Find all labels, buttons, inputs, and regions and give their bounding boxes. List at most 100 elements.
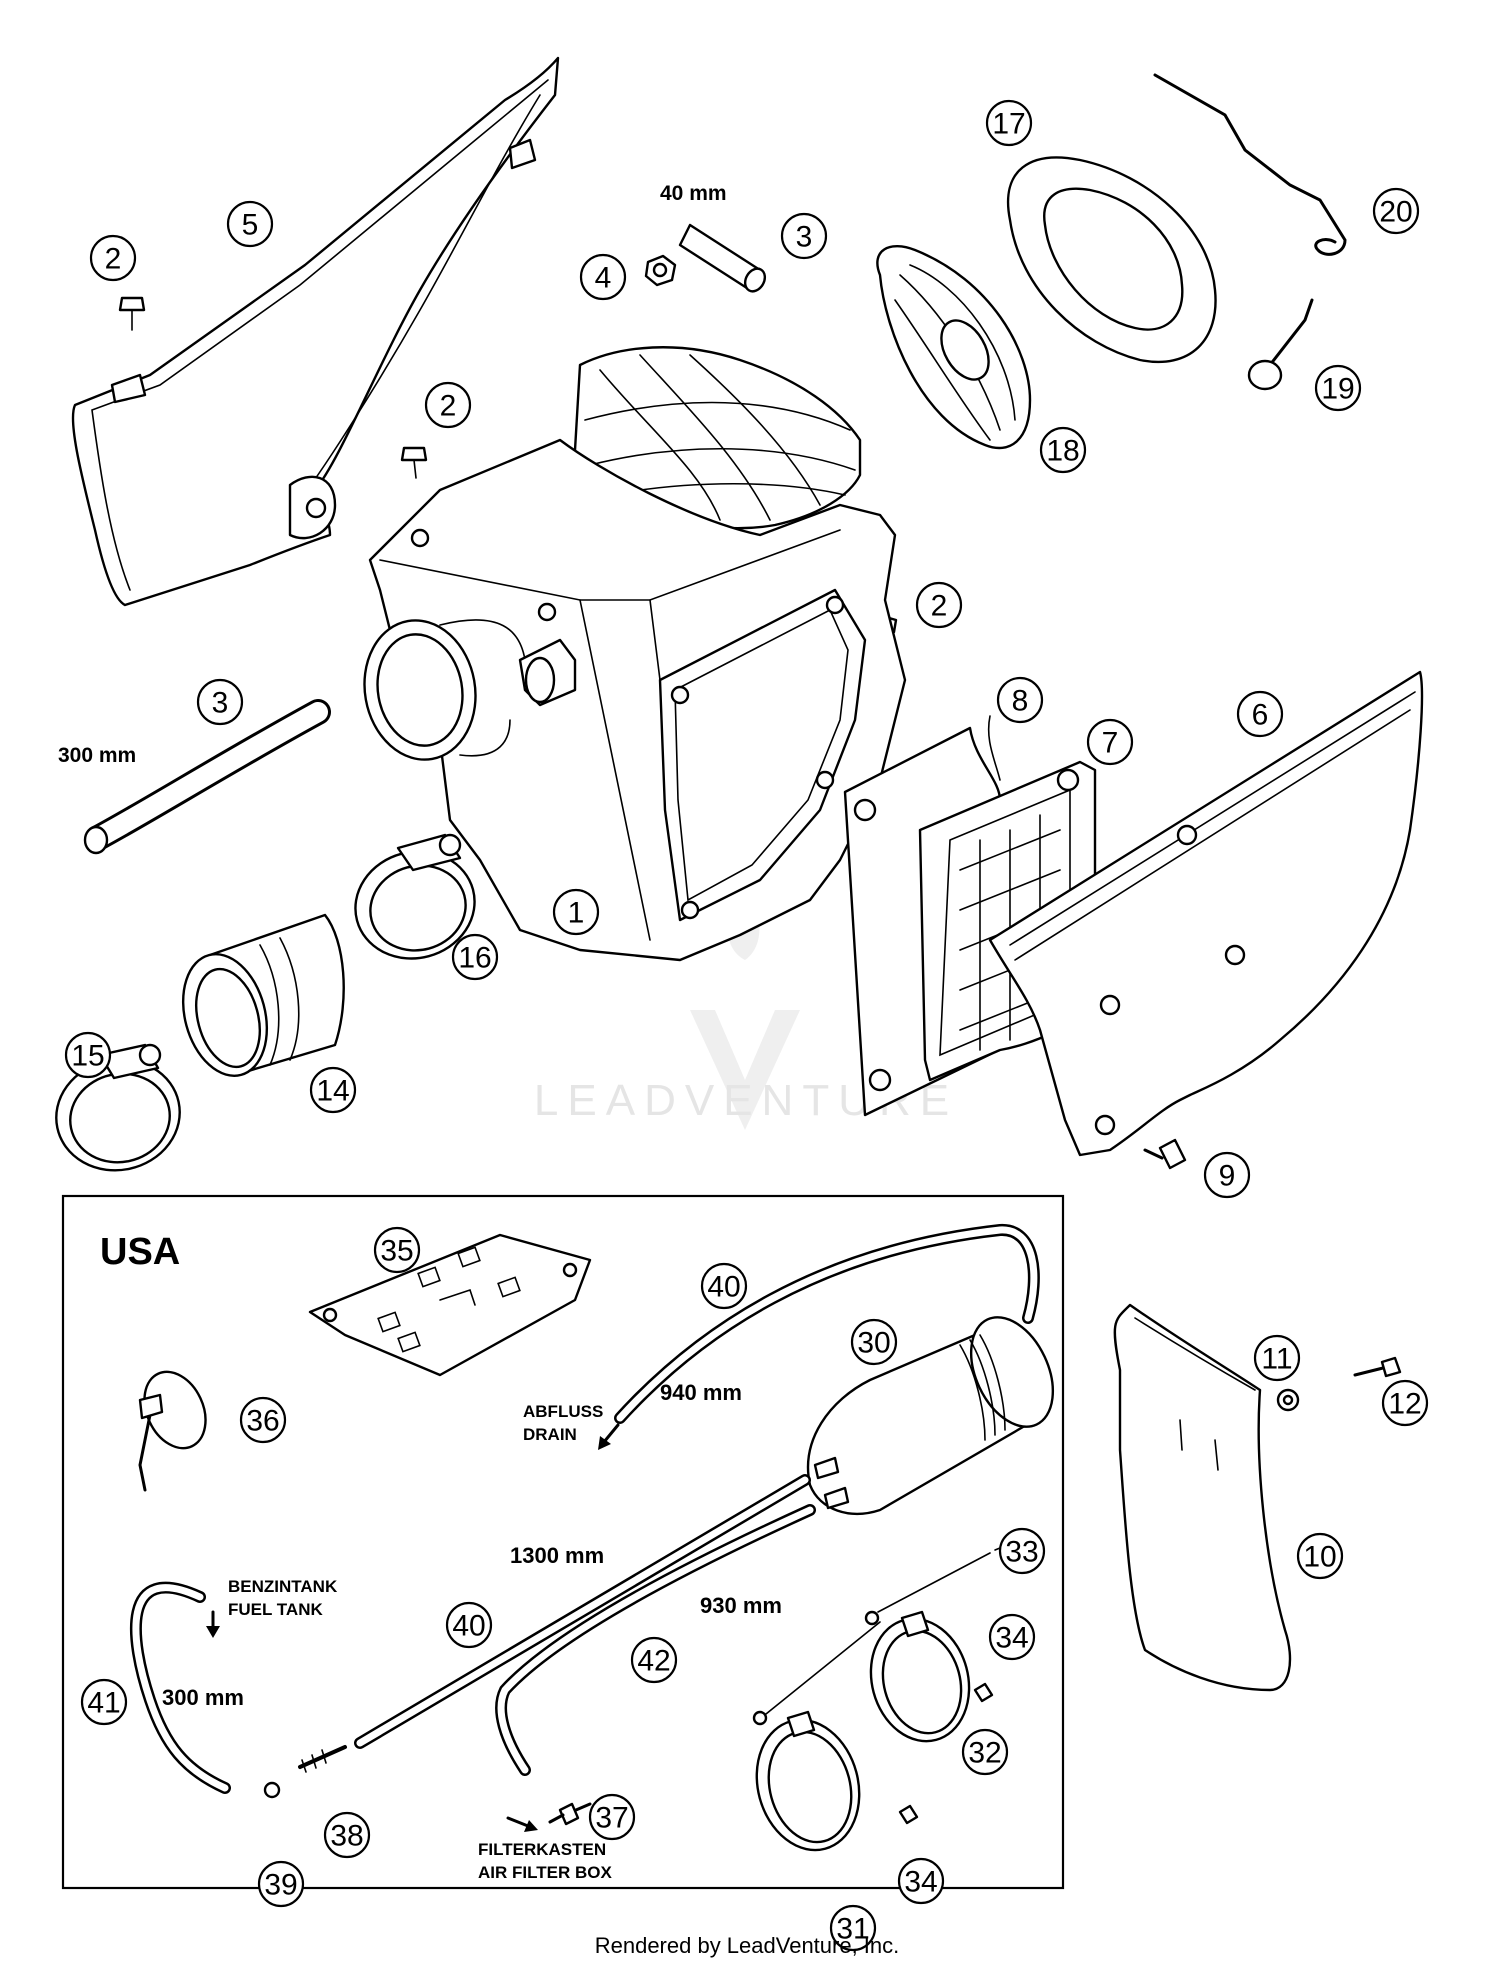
callout-number: 10 (1303, 1541, 1336, 1574)
callout-circle (239, 1396, 287, 1444)
callout-number: 37 (595, 1802, 628, 1835)
callout-number: 16 (458, 942, 491, 975)
callout-19: 19 (1314, 364, 1362, 412)
callout-3: 3 (196, 678, 244, 726)
callout-layer: 1222334567891011121415161718192030313233… (64, 99, 1429, 1952)
callout-37: 37 (588, 1793, 636, 1841)
callout-number: 34 (904, 1866, 937, 1899)
part-9-screw (1143, 1138, 1187, 1170)
part-3-hose-300mm (83, 699, 331, 855)
callout-number: 34 (995, 1622, 1028, 1655)
callout-number: 38 (330, 1820, 363, 1853)
callout-number: 35 (380, 1235, 413, 1268)
arrow-filter-box (506, 1816, 538, 1832)
label-filterbox-en: AIR FILTER BOX (478, 1863, 612, 1882)
callout-circle (579, 253, 627, 301)
callout-circle (445, 1601, 493, 1649)
part-32-clamp (869, 1610, 971, 1743)
footer-credit: Rendered by LeadVenture, Inc. (595, 1933, 900, 1958)
leader-8 (987, 715, 1001, 781)
part-19-pin (1247, 298, 1314, 391)
callout-circle (1381, 1379, 1429, 1427)
callout-circle (64, 1031, 112, 1079)
part-31-clamp (755, 1710, 861, 1852)
callout-39: 39 (257, 1860, 305, 1908)
callout-20: 20 (1372, 187, 1420, 235)
callout-number: 1 (568, 897, 585, 930)
label-len-40: 40 mm (660, 182, 727, 205)
callout-number: 36 (246, 1405, 279, 1438)
callout-circle (829, 1904, 877, 1952)
callout-circle (1372, 187, 1420, 235)
label-len-940: 940 mm (660, 1380, 742, 1405)
callout-31: 31 (829, 1904, 877, 1952)
callout-number: 41 (87, 1687, 120, 1720)
callout-number: 7 (1102, 727, 1119, 760)
callout-1: 1 (552, 888, 600, 936)
part-33-screw (752, 1552, 991, 1726)
callout-34: 34 (988, 1613, 1036, 1661)
part-4-nut (644, 254, 677, 287)
callout-circle (424, 381, 472, 429)
callout-10: 10 (1296, 1532, 1344, 1580)
callout-number: 17 (992, 108, 1025, 141)
part-40-hose-1300mm (354, 1474, 811, 1749)
label-fuel-de: BENZINTANK (228, 1577, 338, 1596)
callout-number: 5 (242, 209, 259, 242)
part-12-screw (1353, 1356, 1402, 1378)
label-filterbox-de: FILTERKASTEN (478, 1840, 606, 1859)
callout-2-3: 2 (915, 581, 963, 629)
callout-41: 41 (80, 1678, 128, 1726)
callout-circle (1039, 426, 1087, 474)
callout-number: 32 (968, 1737, 1001, 1770)
callout-17: 17 (985, 99, 1033, 147)
label-fuel-en: FUEL TANK (228, 1600, 323, 1619)
callout-7: 7 (1086, 718, 1134, 766)
callout-circle (1314, 364, 1362, 412)
callout-4: 4 (579, 253, 627, 301)
callout-32: 32 (961, 1728, 1009, 1776)
callout-30: 30 (850, 1318, 898, 1366)
callout-number: 31 (836, 1913, 869, 1946)
part-39-clip (263, 1781, 281, 1799)
part-2-screw-b (400, 446, 428, 479)
callout-circle (780, 212, 828, 260)
callout-18: 18 (1039, 426, 1087, 474)
callout-circle (552, 888, 600, 936)
callout-number: 20 (1379, 196, 1412, 229)
label-len-1300: 1300 mm (510, 1543, 604, 1568)
callout-12: 12 (1381, 1379, 1429, 1427)
callout-circle (80, 1678, 128, 1726)
callout-33: 33 (998, 1527, 1046, 1575)
callout-number: 3 (796, 221, 813, 254)
callout-9: 9 (1203, 1151, 1251, 1199)
callout-number: 9 (1219, 1160, 1236, 1193)
callout-number: 14 (316, 1075, 349, 1108)
part-18-filter-cage (876, 245, 1032, 450)
label-usa: USA (100, 1231, 180, 1273)
part-16-hose-clamp (354, 833, 476, 960)
part-34-nut-a (973, 1682, 994, 1703)
part-1-air-filter-box (363, 346, 907, 962)
callout-16: 16 (451, 933, 499, 981)
callout-circle (850, 1318, 898, 1366)
callout-40: 40 (700, 1262, 748, 1310)
callout-circle (1236, 690, 1284, 738)
callout-number: 40 (452, 1610, 485, 1643)
callout-5: 5 (226, 200, 274, 248)
part-3-hose-40mm (678, 223, 767, 293)
part-14-intake-boot (181, 913, 345, 1077)
callout-circle (996, 676, 1044, 724)
part-34-nut-b (898, 1804, 919, 1825)
part-40-hose-940mm (614, 1224, 1040, 1424)
callout-2-2: 2 (424, 381, 472, 429)
callout-15: 15 (64, 1031, 112, 1079)
callout-2: 2 (89, 234, 137, 282)
callout-number: 2 (440, 390, 457, 423)
callout-circle (700, 1262, 748, 1310)
callout-circle (1203, 1151, 1251, 1199)
label-len-300-top: 300 mm (58, 744, 136, 767)
arrow-fuel-tank (206, 1610, 220, 1638)
callout-circle (196, 678, 244, 726)
